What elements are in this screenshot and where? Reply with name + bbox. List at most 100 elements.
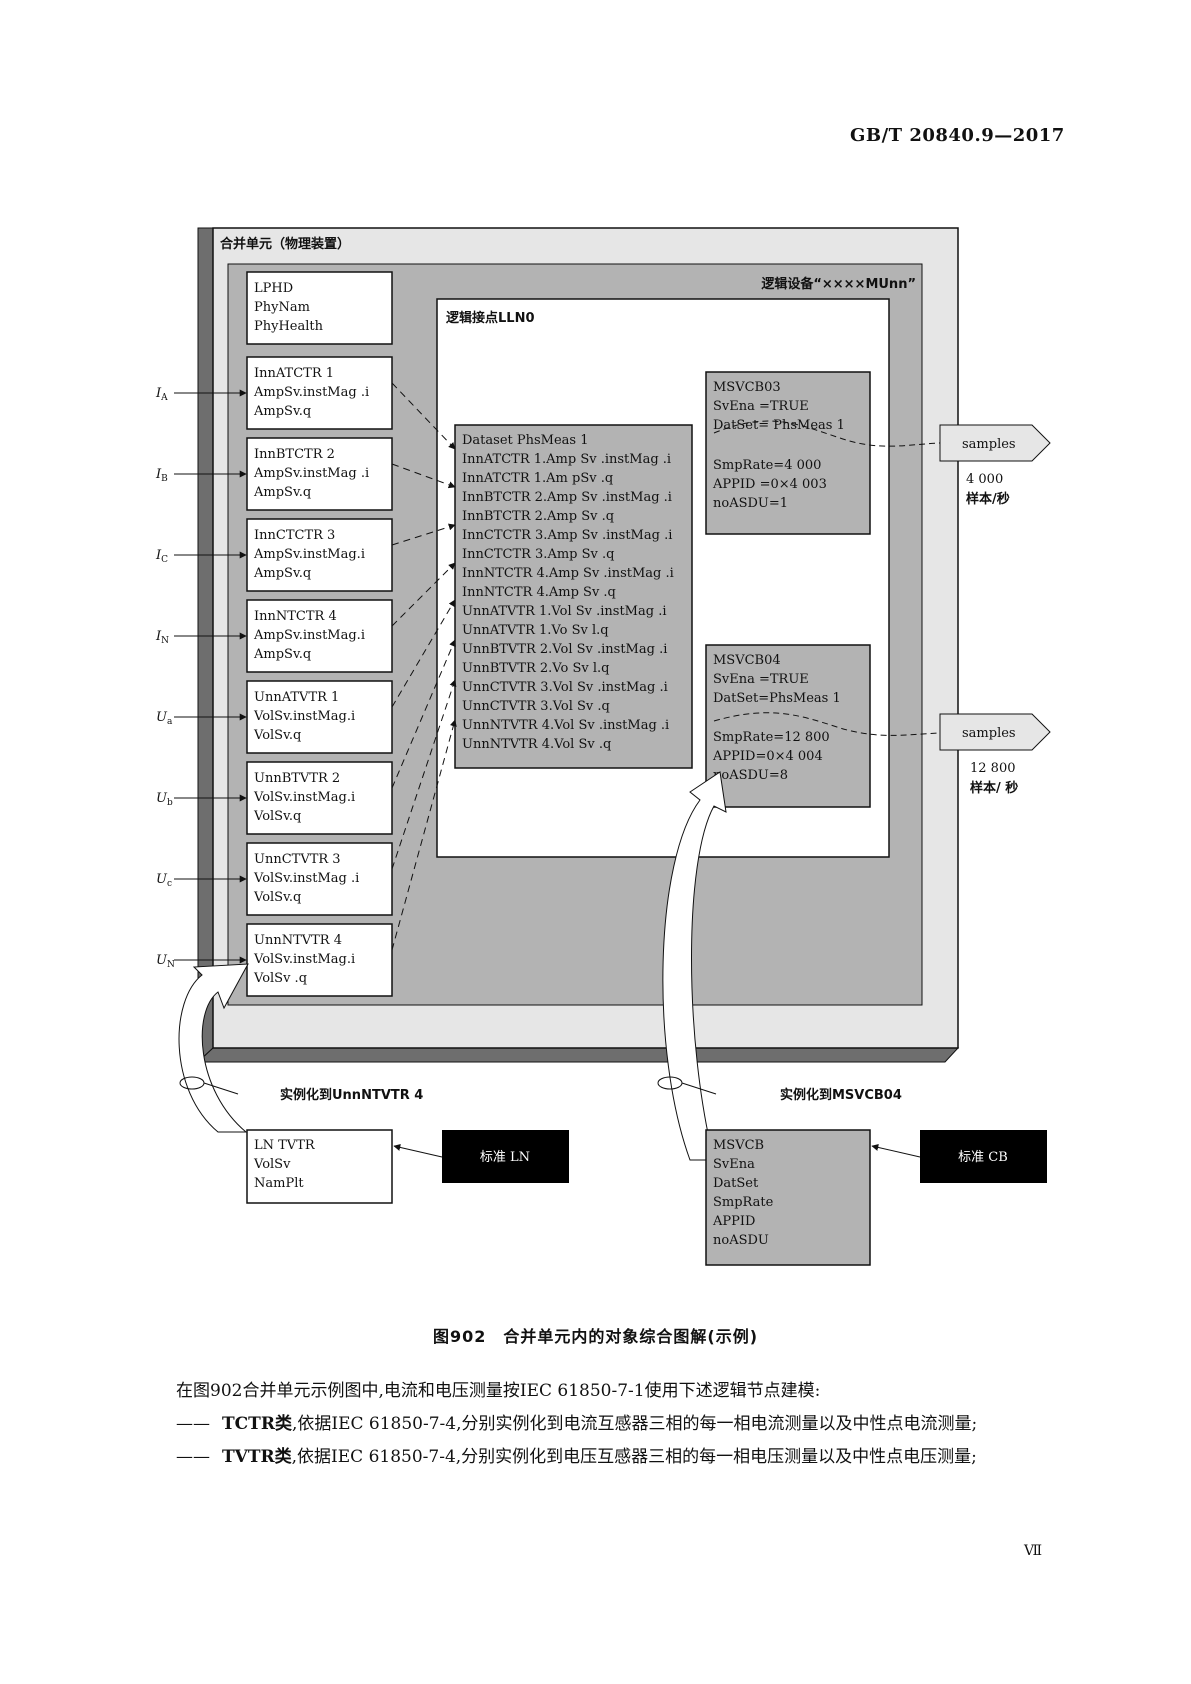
input-symbol-letter: U — [156, 872, 168, 887]
dataset-line: InnATCTR 1.Am pSv .q — [462, 471, 613, 486]
dataset-box — [454, 424, 693, 769]
sample-rate-2-unit: 样本/ 秒 — [970, 780, 1018, 796]
lphd-line: PhyNam — [254, 300, 310, 315]
body-intro: 在图902合并单元示例图中,电流和电压测量按IEC 61850-7-1使用下述逻… — [176, 1381, 821, 1401]
input-ln-line: AmpSv.instMag .i — [253, 466, 369, 481]
samples-label-2: samples — [962, 726, 1016, 741]
cb-class-line: MSVCB — [713, 1138, 764, 1153]
input-ln-box — [246, 356, 393, 430]
dataset-line: UnnNTVTR 4.Vol Sv .instMag .i — [462, 718, 669, 733]
lphd-line: PhyHealth — [254, 319, 324, 334]
dataset-link — [391, 562, 456, 627]
cb-class-line: SmpRate — [713, 1195, 774, 1210]
input-ln-box — [246, 923, 393, 997]
input-symbol: IB — [155, 467, 168, 484]
figure-canvas: 合并单元（物理装置） 逻辑设备“××××MUnn” 逻辑接点LLN0 LPHDP… — [155, 227, 1051, 1266]
input-symbol-subscript: b — [167, 798, 173, 808]
inst-cb-label: 实例化到MSVCB04 — [780, 1087, 902, 1103]
input-symbol-letter: I — [155, 386, 162, 401]
input-ln-line: VolSv.q — [253, 728, 301, 743]
input-ln-line: UnnBTVTR 2 — [254, 771, 340, 786]
msvcb03-line: MSVCB03 — [713, 380, 781, 395]
dataset-line: InnCTCTR 3.Amp Sv .instMag .i — [462, 528, 672, 543]
input-symbol: IA — [155, 386, 168, 403]
list-text: ,依据IEC 61850-7-4,分别实例化到电压互感器三相的每一相电压测量以及… — [291, 1447, 977, 1467]
lphd-line: LPHD — [254, 281, 293, 296]
standard-cb-label: 标准 CB — [958, 1150, 1008, 1165]
msvcb04-line: DatSet=PhsMeas 1 — [713, 691, 841, 706]
cb-class-line: APPID — [712, 1214, 755, 1229]
input-ln-box — [246, 518, 393, 592]
input-ln-line: InnCTCTR 3 — [254, 528, 335, 543]
lln0-label: 逻辑接点LLN0 — [446, 310, 535, 326]
input-symbol: UN — [156, 953, 175, 970]
ln-class-line: NamPlt — [254, 1176, 304, 1191]
device-left-face — [197, 227, 214, 1064]
input-symbol-letter: U — [156, 791, 168, 806]
samples-path-2 — [713, 712, 941, 736]
input-symbol: IC — [155, 548, 168, 565]
ln-class-box — [246, 1129, 393, 1204]
body-text: 在图902合并单元示例图中,电流和电压测量按IEC 61850-7-1使用下述逻… — [176, 1375, 1056, 1474]
input-ln-line: AmpSv.q — [253, 566, 311, 581]
input-symbol-letter: I — [155, 467, 162, 482]
cb-class-line: noASDU — [713, 1233, 769, 1248]
input-ln-line: UnnCTVTR 3 — [254, 852, 341, 867]
logical-device-label: 逻辑设备“××××MUnn” — [761, 276, 916, 292]
dataset-line: InnBTCTR 2.Amp Sv .q — [462, 509, 614, 524]
standard-cb-arrow — [871, 1143, 921, 1158]
input-symbol-subscript: c — [167, 879, 172, 889]
cb-class-line: DatSet — [713, 1176, 759, 1191]
input-symbol-subscript: N — [161, 636, 169, 646]
standard-ln-label: 标准 LN — [480, 1150, 530, 1165]
input-ln-line: UnnNTVTR 4 — [254, 933, 342, 948]
cb-class-box — [705, 1129, 871, 1266]
input-ln-line: VolSv.q — [253, 809, 301, 824]
input-ln-line: VolSv .q — [253, 971, 307, 986]
msvcb03-line: SmpRate=4 000 — [713, 458, 821, 473]
msvcb04-box — [705, 644, 871, 808]
cb-class-line: SvEna — [713, 1157, 755, 1172]
standard-ln-box — [442, 1130, 569, 1183]
input-ln-line: AmpSv.instMag.i — [253, 628, 365, 643]
input-symbol: Ub — [156, 791, 173, 808]
dataset-line: UnnBTVTR 2.Vol Sv .instMag .i — [462, 642, 667, 657]
dataset-text: Dataset PhsMeas 1 InnATCTR 1.Amp Sv .inst… — [462, 433, 674, 752]
dataset-line: Dataset PhsMeas 1 — [462, 433, 589, 448]
list-dash: —— — [176, 1447, 210, 1467]
input-ln-line: InnNTCTR 4 — [254, 609, 337, 624]
input-symbol-subscript: B — [161, 474, 168, 484]
standard-number: GB/T 20840.9—2017 — [850, 125, 1065, 146]
dataset-line: InnBTCTR 2.Amp Sv .instMag .i — [462, 490, 672, 505]
dataset-line: UnnNTVTR 4.Vol Sv .q — [462, 737, 611, 752]
inst-ln-curve — [178, 963, 249, 1133]
sample-rate-1-value: 4 000 — [966, 472, 1003, 487]
input-symbol: Uc — [156, 872, 172, 889]
dataset-line: InnATCTR 1.Amp Sv .instMag .i — [462, 452, 671, 467]
input-ln-line: VolSv.q — [253, 890, 301, 905]
input-symbol-letter: I — [155, 629, 162, 644]
input-symbol-subscript: a — [167, 717, 173, 727]
standard-ln-arrow — [393, 1143, 443, 1158]
list-text: ,依据IEC 61850-7-4,分别实例化到电流互感器三相的每一相电流测量以及… — [291, 1414, 978, 1434]
dataset-line: UnnATVTR 1.Vo Sv l.q — [462, 623, 609, 638]
inst-ln-label: 实例化到UnnNTVTR 4 — [280, 1087, 423, 1103]
dataset-links — [391, 382, 457, 951]
input-symbol: IN — [155, 629, 169, 646]
input-ln-line: AmpSv.q — [253, 485, 311, 500]
inst-ln-leader — [203, 1082, 239, 1095]
input-ln-box — [246, 761, 393, 835]
list-term: TVTR类 — [222, 1447, 292, 1467]
page-number: Ⅶ — [1024, 1543, 1043, 1559]
list-item: ——TCTR类,依据IEC 61850-7-4,分别实例化到电流互感器三相的每一… — [176, 1408, 1056, 1441]
device-bottom-face — [196, 1047, 960, 1063]
input-ln-box — [246, 842, 393, 916]
inst-cb-curve — [662, 771, 727, 1161]
msvcb03-line: APPID =0×4 003 — [712, 477, 827, 492]
input-ln-line: InnATCTR 1 — [254, 366, 334, 381]
list-term: TCTR类 — [222, 1414, 292, 1434]
